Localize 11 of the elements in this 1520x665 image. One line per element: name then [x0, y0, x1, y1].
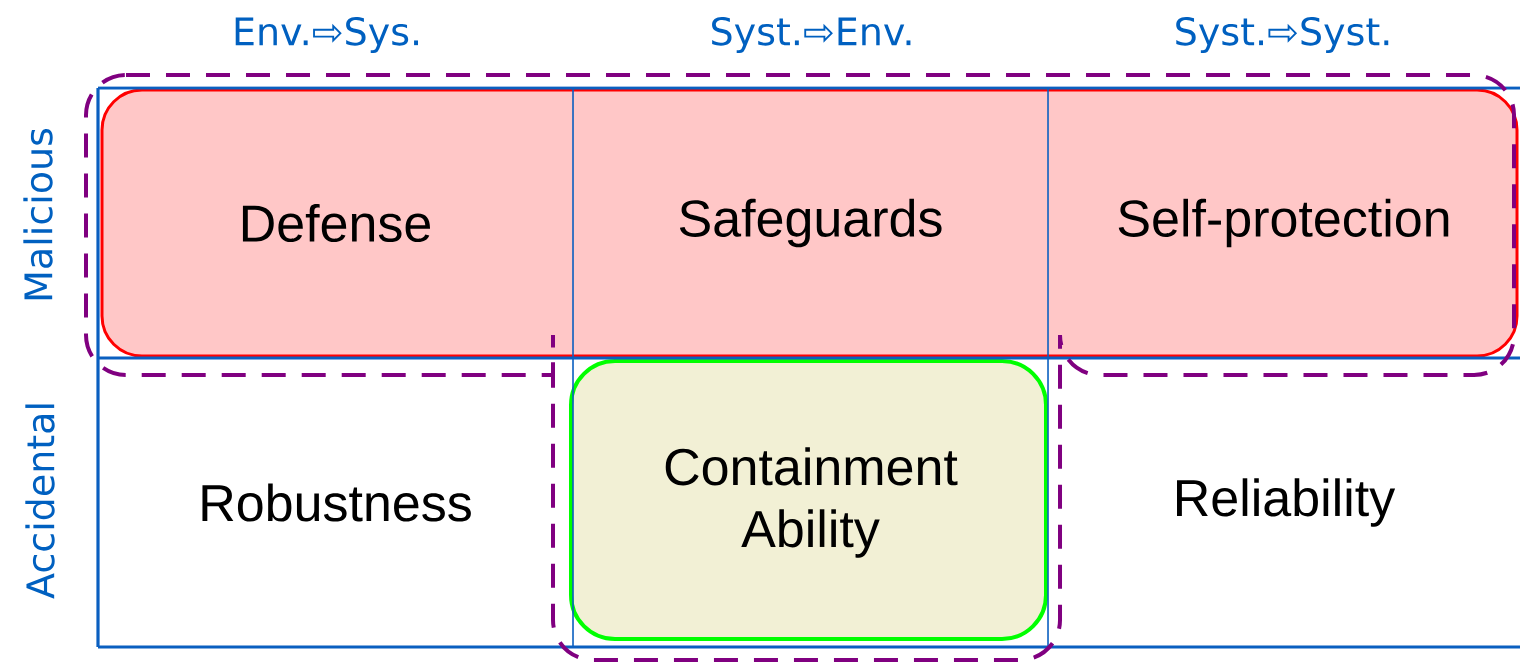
cell-text: Containment Ability — [665, 447, 958, 558]
column-header: Env.⇨Sys. — [235, 16, 418, 54]
cell-text: Safeguards — [679, 198, 942, 248]
cell-text: Robustness — [202, 483, 471, 522]
row-header: Malicious — [23, 128, 53, 300]
row-header: Accidental — [25, 404, 55, 599]
cell-text: Defense — [242, 203, 430, 243]
cell-text: Reliability — [1177, 478, 1396, 527]
cell-text: Self-protection — [1118, 198, 1449, 248]
column-header: Syst.⇨Env. — [712, 16, 911, 54]
column-header: Syst.⇨Syst. — [1176, 16, 1389, 54]
